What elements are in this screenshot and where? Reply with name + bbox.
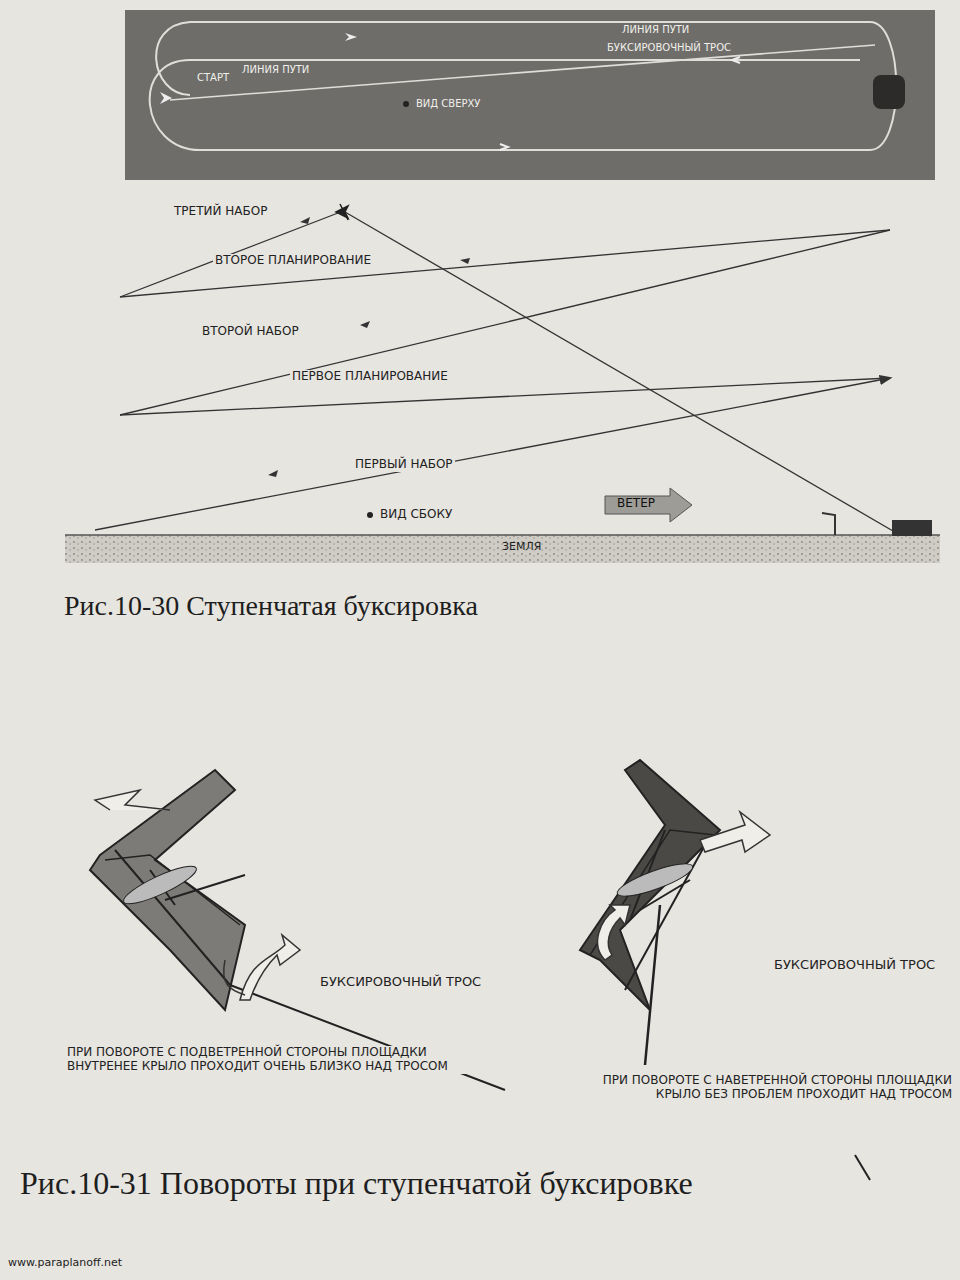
- top-view-panel: [125, 10, 935, 180]
- ground-line: [65, 534, 940, 536]
- figure-caption: Рис.10-30 Ступенчатая буксировка: [62, 590, 480, 622]
- winch-side: [892, 520, 932, 536]
- step-tow-path: [95, 212, 905, 538]
- part-label: БУКСИРОВОЧНЫЙ ТРОС: [318, 975, 492, 990]
- phase-label: ТРЕТИЙ НАБОР: [172, 205, 269, 219]
- glider-top: [345, 33, 357, 41]
- lamp-post: [822, 513, 835, 535]
- direction-arrow: [732, 57, 740, 63]
- wind-arrow: [605, 488, 692, 522]
- direction-arrow: [500, 144, 508, 150]
- wind-label: ВЕТЕР: [615, 497, 657, 511]
- glider-top: [160, 92, 172, 104]
- dot: [403, 101, 409, 107]
- phase-label: ПЕРВОЕ ПЛАНИРОВАНИЕ: [290, 370, 450, 384]
- note-text: ПРИ ПОВОРОТЕ С ПОДВЕТРЕННОЙ СТОРОНЫ ПЛОЩ…: [65, 1046, 499, 1074]
- phase-label: ПЕРВЫЙ НАБОР: [353, 458, 455, 472]
- tow-line-top: [170, 45, 875, 100]
- part-label: БУКСИРОВОЧНЫЙ ТРОС: [772, 958, 946, 973]
- glider-left: [90, 770, 505, 1090]
- phase-label: ВТОРОЕ ПЛАНИРОВАНИЕ: [213, 254, 373, 268]
- path-label: ЛИНИЯ ПУТИ: [620, 24, 691, 36]
- path-label: СТАРТ: [195, 72, 231, 84]
- view-label: ВИД СБОКУ: [378, 508, 454, 522]
- winch-top: [873, 75, 905, 109]
- flight-path: [150, 22, 897, 150]
- note-text: ПРИ ПОВОРОТЕ С НАВЕТРЕННОЙ СТОРОНЫ ПЛОЩА…: [595, 1074, 954, 1102]
- path-label: ЛИНИЯ ПУТИ: [240, 64, 311, 76]
- glider-side: [336, 204, 348, 220]
- figure-caption: Рис.10-31 Повороты при ступенчатой букси…: [18, 1165, 695, 1202]
- dot: [367, 512, 373, 518]
- path-label: БУКСИРОВОЧНЫЙ ТРОС: [605, 42, 733, 54]
- view-label: ВИД СВЕРХУ: [414, 98, 482, 110]
- ground-label: ЗЕМЛЯ: [500, 541, 543, 554]
- ground: [65, 535, 940, 563]
- watermark: www.paraplanoff.net: [6, 1257, 124, 1270]
- phase-label: ВТОРОЙ НАБОР: [200, 325, 301, 339]
